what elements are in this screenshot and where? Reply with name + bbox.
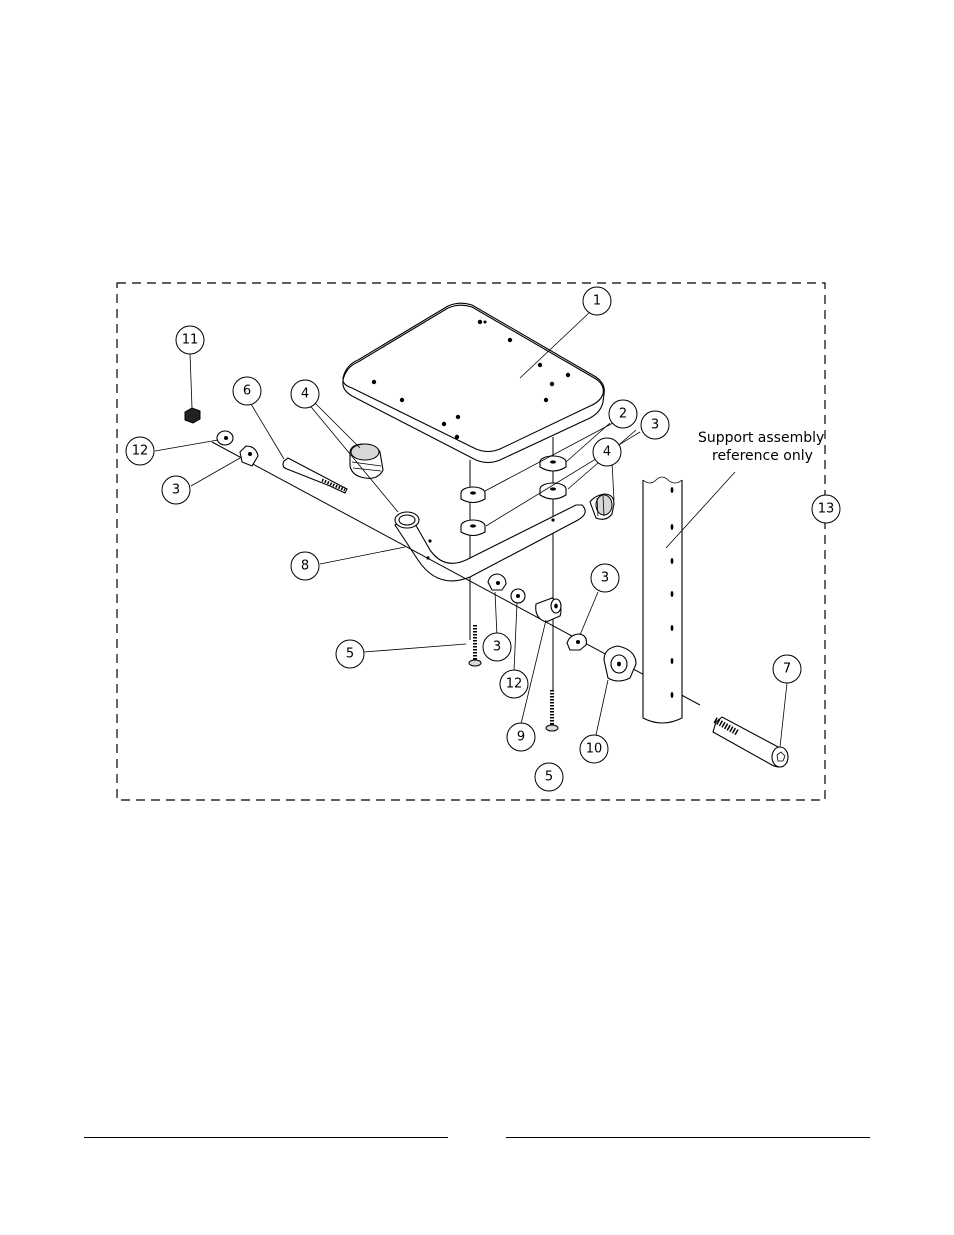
callout-3-top-right: 3 [640, 410, 670, 440]
washers-under-plate [460, 455, 567, 537]
callout-12-left: 12 [125, 436, 155, 466]
callout-1: 1 [582, 286, 612, 316]
support-tube [642, 476, 683, 724]
spacer-3-right [566, 633, 587, 651]
spacer-3-left [239, 445, 259, 467]
note-line-1: Support assembly [698, 430, 824, 446]
svg-text:5: 5 [346, 647, 354, 662]
svg-text:2: 2 [619, 407, 627, 422]
callout-3-right: 3 [590, 563, 620, 593]
callout-6: 6 [232, 376, 262, 406]
callout-10: 10 [579, 734, 609, 764]
footplate [342, 302, 605, 464]
cam-block-10 [603, 645, 637, 682]
callout-4-left: 4 [290, 379, 320, 409]
screw-5-right [545, 690, 559, 732]
svg-text:4: 4 [301, 387, 309, 402]
svg-text:3: 3 [493, 640, 501, 655]
svg-text:5: 5 [545, 770, 553, 785]
spacer-3-mid [487, 573, 507, 591]
washer-12-left [216, 430, 234, 446]
callout-8: 8 [290, 551, 320, 581]
svg-text:3: 3 [172, 483, 180, 498]
svg-text:6: 6 [243, 384, 251, 399]
svg-text:9: 9 [517, 730, 525, 745]
svg-text:7: 7 [783, 662, 791, 677]
callout-13: 13 [811, 494, 841, 524]
svg-text:11: 11 [182, 333, 199, 348]
footer-rule-right [506, 1137, 870, 1138]
svg-text:10: 10 [586, 742, 603, 757]
svg-text:1: 1 [593, 294, 601, 309]
callout-3-left: 3 [161, 475, 191, 505]
hanger-tube [394, 504, 586, 582]
bumper-left [349, 443, 384, 479]
svg-text:3: 3 [651, 418, 659, 433]
svg-text:4: 4 [603, 445, 611, 460]
screw-5-left [468, 625, 482, 667]
washer-12-mid [510, 588, 526, 604]
bolt-6 [282, 457, 348, 494]
callout-12-mid: 12 [499, 669, 529, 699]
callout-4-right: 4 [592, 437, 622, 467]
callout-9: 9 [506, 722, 536, 752]
bumper-right [589, 493, 615, 520]
svg-text:3: 3 [601, 571, 609, 586]
footer-rule-left [84, 1137, 448, 1138]
note-line-2: reference only [712, 448, 813, 464]
callout-3-mid: 3 [482, 632, 512, 662]
nut-11 [184, 407, 201, 424]
callout-2: 2 [608, 399, 638, 429]
callout-5-left: 5 [335, 639, 365, 669]
callout-5-right: 5 [534, 762, 564, 792]
svg-text:12: 12 [132, 444, 149, 459]
assembly-boundary [116, 282, 826, 801]
callout-7: 7 [772, 654, 802, 684]
bushing-9 [535, 597, 562, 623]
svg-text:13: 13 [818, 502, 835, 517]
bolt-7 [712, 716, 789, 768]
svg-text:12: 12 [506, 677, 523, 692]
callout-11: 11 [175, 325, 205, 355]
svg-text:8: 8 [301, 559, 309, 574]
